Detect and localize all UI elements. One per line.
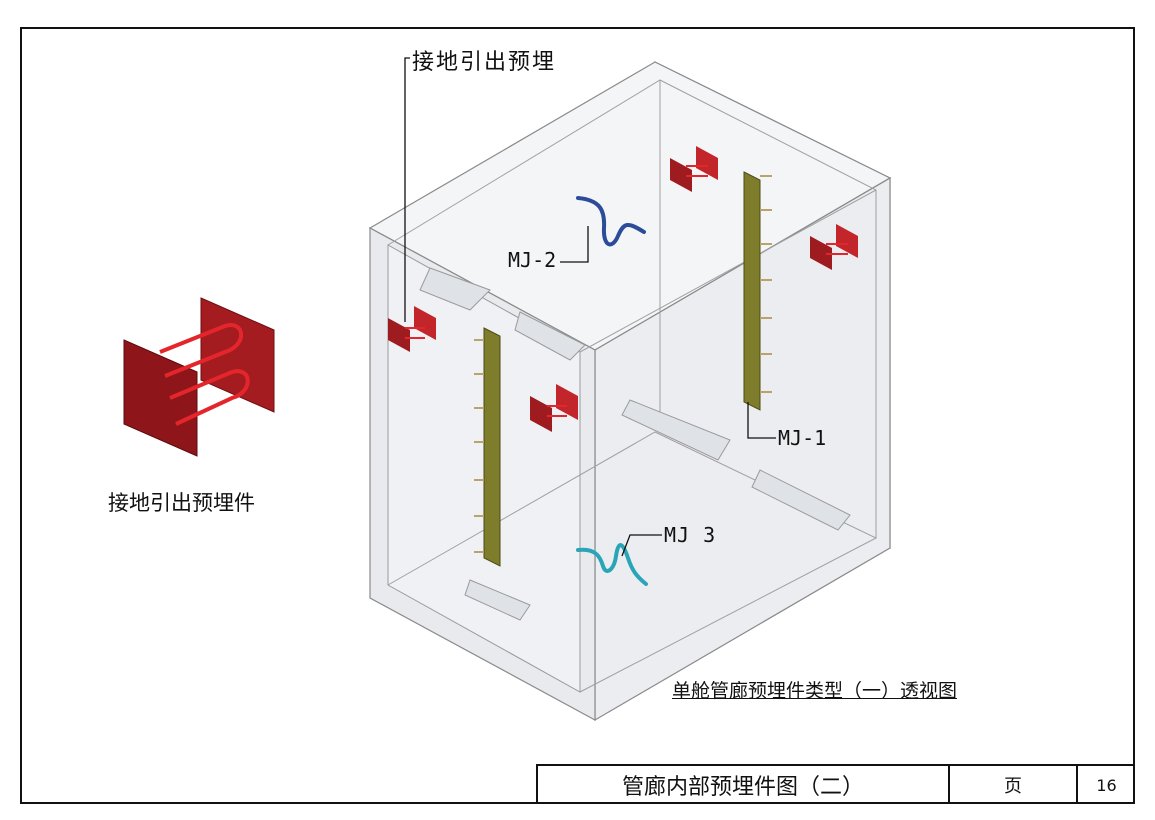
channel-mj1 xyxy=(743,171,772,411)
leader-mj3 xyxy=(621,534,662,557)
chamfer-top-left xyxy=(419,267,491,311)
label-ground-embed-top: 接地引出预埋 xyxy=(412,50,557,75)
chamfer-top-mid xyxy=(514,311,586,361)
label-mj2: MJ-2 xyxy=(508,248,557,272)
chamfer-bottom-left xyxy=(464,579,531,621)
channel-left xyxy=(474,327,501,567)
title-block: 管廊内部预埋件图（二） 页 16 xyxy=(536,764,1135,804)
label-mj3: MJ 3 xyxy=(664,523,717,547)
ground-embed-front-top xyxy=(388,306,436,352)
page-label: 页 xyxy=(950,766,1078,804)
ground-embed-right xyxy=(810,224,858,270)
label-mj1: MJ-1 xyxy=(778,426,827,450)
leader-mj1 xyxy=(747,402,776,439)
drawing-title: 管廊内部预埋件图（二） xyxy=(538,766,950,804)
ground-embed-back xyxy=(670,146,718,192)
mj3-hook xyxy=(576,543,648,586)
inner-top-edge xyxy=(387,79,878,353)
chamfer-floor-right xyxy=(751,469,851,531)
label-ground-embed-left: 接地引出预埋件 xyxy=(108,491,255,515)
ground-embed-illustration xyxy=(123,297,275,457)
drawing-frame xyxy=(20,27,1135,804)
view-title: 单舱管廊预埋件类型（一）透视图 xyxy=(672,680,958,702)
leader-ground-top xyxy=(404,57,410,322)
leader-mj2 xyxy=(560,226,589,263)
chamfer-floor-mid xyxy=(621,399,731,461)
mj2-hook xyxy=(576,196,646,247)
page-number: 16 xyxy=(1096,775,1117,795)
ground-embed-front-mid xyxy=(530,384,578,432)
